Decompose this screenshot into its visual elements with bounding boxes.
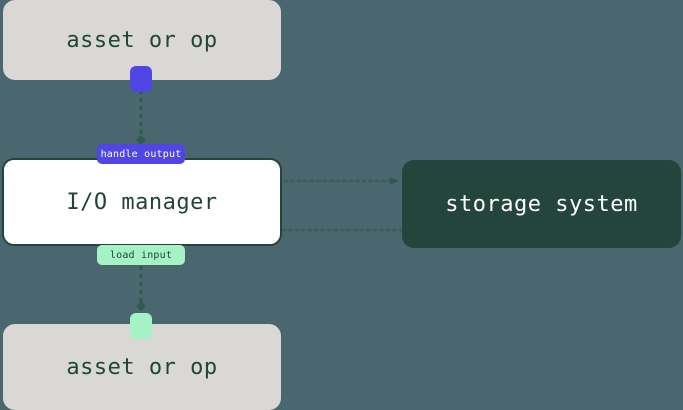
output-handle[interactable] [130, 66, 152, 92]
edge-label-handle-output-text: handle output [100, 148, 182, 160]
edge-label-load-input[interactable]: load input [97, 245, 185, 265]
edge-label-load-input-text: load input [109, 249, 173, 261]
node-asset-or-op-bottom-label: asset or op [66, 354, 218, 380]
node-io-manager-label: I/O manager [66, 189, 218, 215]
node-storage-system[interactable]: storage system [402, 160, 681, 248]
node-storage-system-label: storage system [445, 191, 638, 217]
edge-label-handle-output[interactable]: handle output [97, 144, 185, 164]
node-asset-or-op-top-label: asset or op [66, 27, 218, 53]
input-handle[interactable] [130, 313, 152, 339]
node-io-manager[interactable]: I/O manager [2, 158, 282, 246]
